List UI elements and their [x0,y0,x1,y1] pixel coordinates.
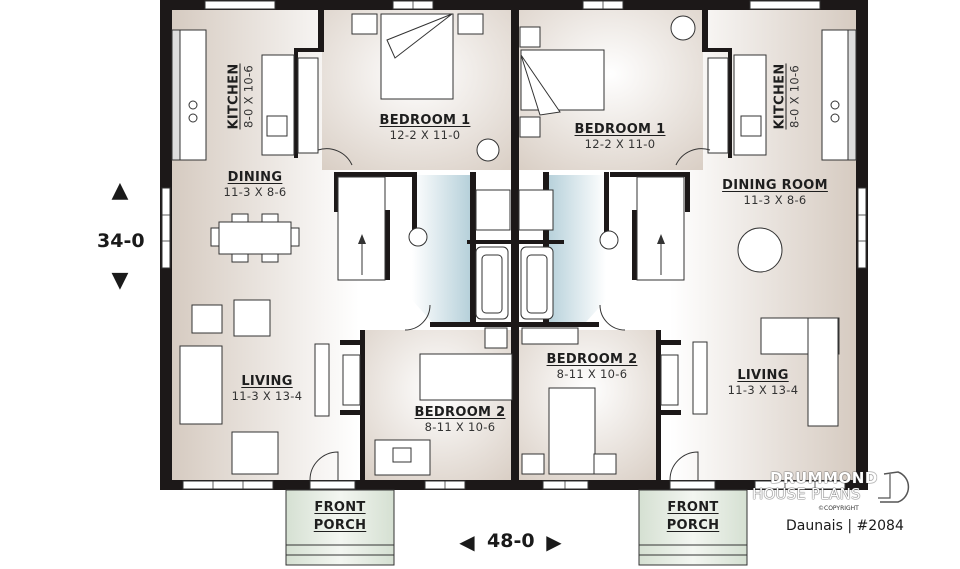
left-living-dims: 11-3 X 13-4 [231,389,303,403]
brand-logo-icon [878,471,910,503]
right-living-name: LIVING [737,368,789,383]
right-dining-label: DINING ROOM 11-3 X 8-6 [705,178,845,207]
right-dining-dims: 11-3 X 8-6 [743,193,807,207]
left-living-name: LIVING [241,374,293,389]
left-porch-line2: PORCH [313,518,367,533]
right-dining-name: DINING ROOM [722,178,828,193]
left-arrow-icon: ◀ [459,530,475,554]
brand-name-line1: DRUMMOND [770,469,878,487]
right-living-dims: 11-3 X 13-4 [727,383,799,397]
left-kitchen-name: KITCHEN [226,63,242,130]
right-arrow-icon: ▶ [546,530,562,554]
brand-copyright: ©COPYRIGHT [818,505,859,512]
left-bedroom2-dims: 8-11 X 10-6 [424,420,496,434]
left-living-label: LIVING 11-3 X 13-4 [212,374,322,403]
left-bedroom1-dims: 12-2 X 11-0 [389,128,461,142]
down-arrow-icon: ▼ [111,268,129,293]
left-bedroom1-name: BEDROOM 1 [379,113,471,128]
plan-caption: Daunais | #2084 [786,518,904,534]
left-dining-dims: 11-3 X 8-6 [223,185,287,199]
right-bedroom1-label: BEDROOM 1 12-2 X 11-0 [550,122,690,151]
left-bedroom2-label: BEDROOM 2 8-11 X 10-6 [395,405,525,434]
overall-depth-dimension: 34-0 [97,230,145,252]
right-kitchen-dims: 8-0 X 10-6 [787,64,802,129]
right-front-porch-label: FRONT PORCH [643,500,743,533]
left-porch-line1: FRONT [314,500,366,515]
left-kitchen-label: KITCHEN 8-0 X 10-6 [227,52,256,142]
right-porch-line1: FRONT [667,500,719,515]
left-kitchen-dims: 8-0 X 10-6 [241,64,256,129]
right-kitchen-label: KITCHEN 8-0 X 10-6 [773,52,802,142]
right-bedroom1-name: BEDROOM 1 [574,122,666,137]
right-kitchen-name: KITCHEN [772,63,788,130]
left-bedroom2-name: BEDROOM 2 [414,405,506,420]
left-bedroom1-label: BEDROOM 1 12-2 X 11-0 [355,113,495,142]
up-arrow-icon: ▲ [111,178,129,203]
right-porch-line2: PORCH [666,518,720,533]
right-bedroom2-dims: 8-11 X 10-6 [556,367,628,381]
left-dining-name: DINING [227,170,283,185]
right-bedroom2-label: BEDROOM 2 8-11 X 10-6 [527,352,657,381]
right-bedroom2-name: BEDROOM 2 [546,352,638,367]
right-living-label: LIVING 11-3 X 13-4 [708,368,818,397]
left-front-porch-label: FRONT PORCH [290,500,390,533]
left-dining-label: DINING 11-3 X 8-6 [200,170,310,199]
overall-width-dimension: 48-0 [487,530,535,552]
brand-name-line2: HOUSE PLANS [752,485,861,503]
right-bedroom1-dims: 12-2 X 11-0 [584,137,656,151]
